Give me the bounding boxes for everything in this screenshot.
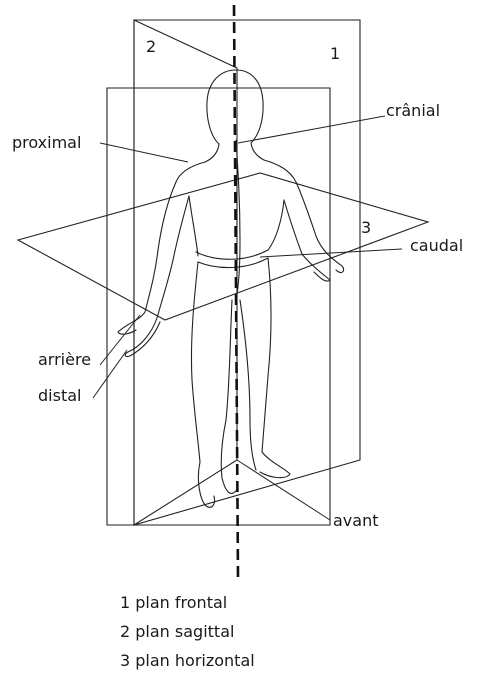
plane-number-frontal: 1 xyxy=(330,44,340,63)
leader-cranial xyxy=(238,116,385,143)
legend: 1 plan frontal 2 plan sagittal 3 plan ho… xyxy=(120,588,255,675)
label-cranial: crânial xyxy=(386,101,440,120)
human-figure xyxy=(118,70,344,507)
label-proximal: proximal xyxy=(12,133,81,152)
leader-caudal xyxy=(260,249,402,257)
legend-item-sagittal: 2 plan sagittal xyxy=(120,617,255,646)
label-arriere: arrière xyxy=(38,350,91,369)
plane-frontal xyxy=(134,20,360,525)
leader-distal xyxy=(93,350,127,398)
plane-number-sagittal: 2 xyxy=(146,37,156,56)
leader-proximal xyxy=(100,143,188,162)
label-avant: avant xyxy=(333,511,379,530)
plane-number-horizontal: 3 xyxy=(361,218,371,237)
label-distal: distal xyxy=(38,386,81,405)
legend-item-frontal: 1 plan frontal xyxy=(120,588,255,617)
label-caudal: caudal xyxy=(410,236,463,255)
legend-item-horizontal: 3 plan horizontal xyxy=(120,646,255,675)
plane-horizontal xyxy=(18,173,428,320)
